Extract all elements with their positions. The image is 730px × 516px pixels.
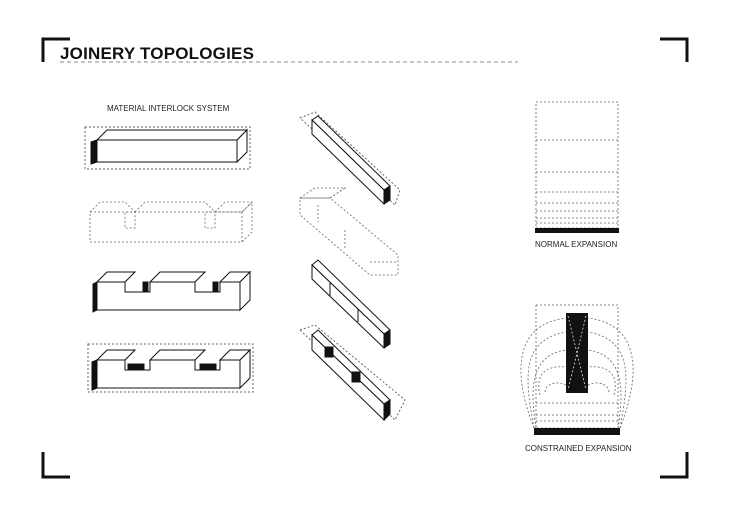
normal-expansion-label: NORMAL EXPANSION (535, 240, 618, 249)
constrained-block (566, 313, 588, 393)
corner-bottom-right (660, 452, 689, 479)
beam-solid (84, 126, 251, 170)
frame-corners (41, 37, 689, 479)
normal-expansion-diagram (535, 101, 619, 229)
diagonal-beam-ghost (298, 187, 399, 276)
beam-notched (92, 270, 252, 313)
constrained-base-bar (534, 428, 620, 435)
diagonal-beam-notched (311, 259, 391, 350)
beam-ghost (89, 201, 253, 243)
page-title: JOINERY TOPOLOGIES (60, 44, 255, 63)
interlock-label: MATERIAL INTERLOCK SYSTEM (107, 104, 230, 113)
diagonal-beam-interlocked (299, 324, 406, 422)
corner-top-right (660, 37, 689, 62)
corner-top-left (41, 37, 70, 62)
block-cross (567, 315, 587, 391)
corner-bottom-left (41, 452, 70, 479)
diagonal-beam-solid (299, 111, 401, 206)
constrained-expansion-diagram (520, 304, 634, 429)
beam-interlocked (87, 343, 254, 393)
normal-base-bar (535, 228, 619, 233)
constrained-expansion-label: CONSTRAINED EXPANSION (525, 444, 632, 453)
